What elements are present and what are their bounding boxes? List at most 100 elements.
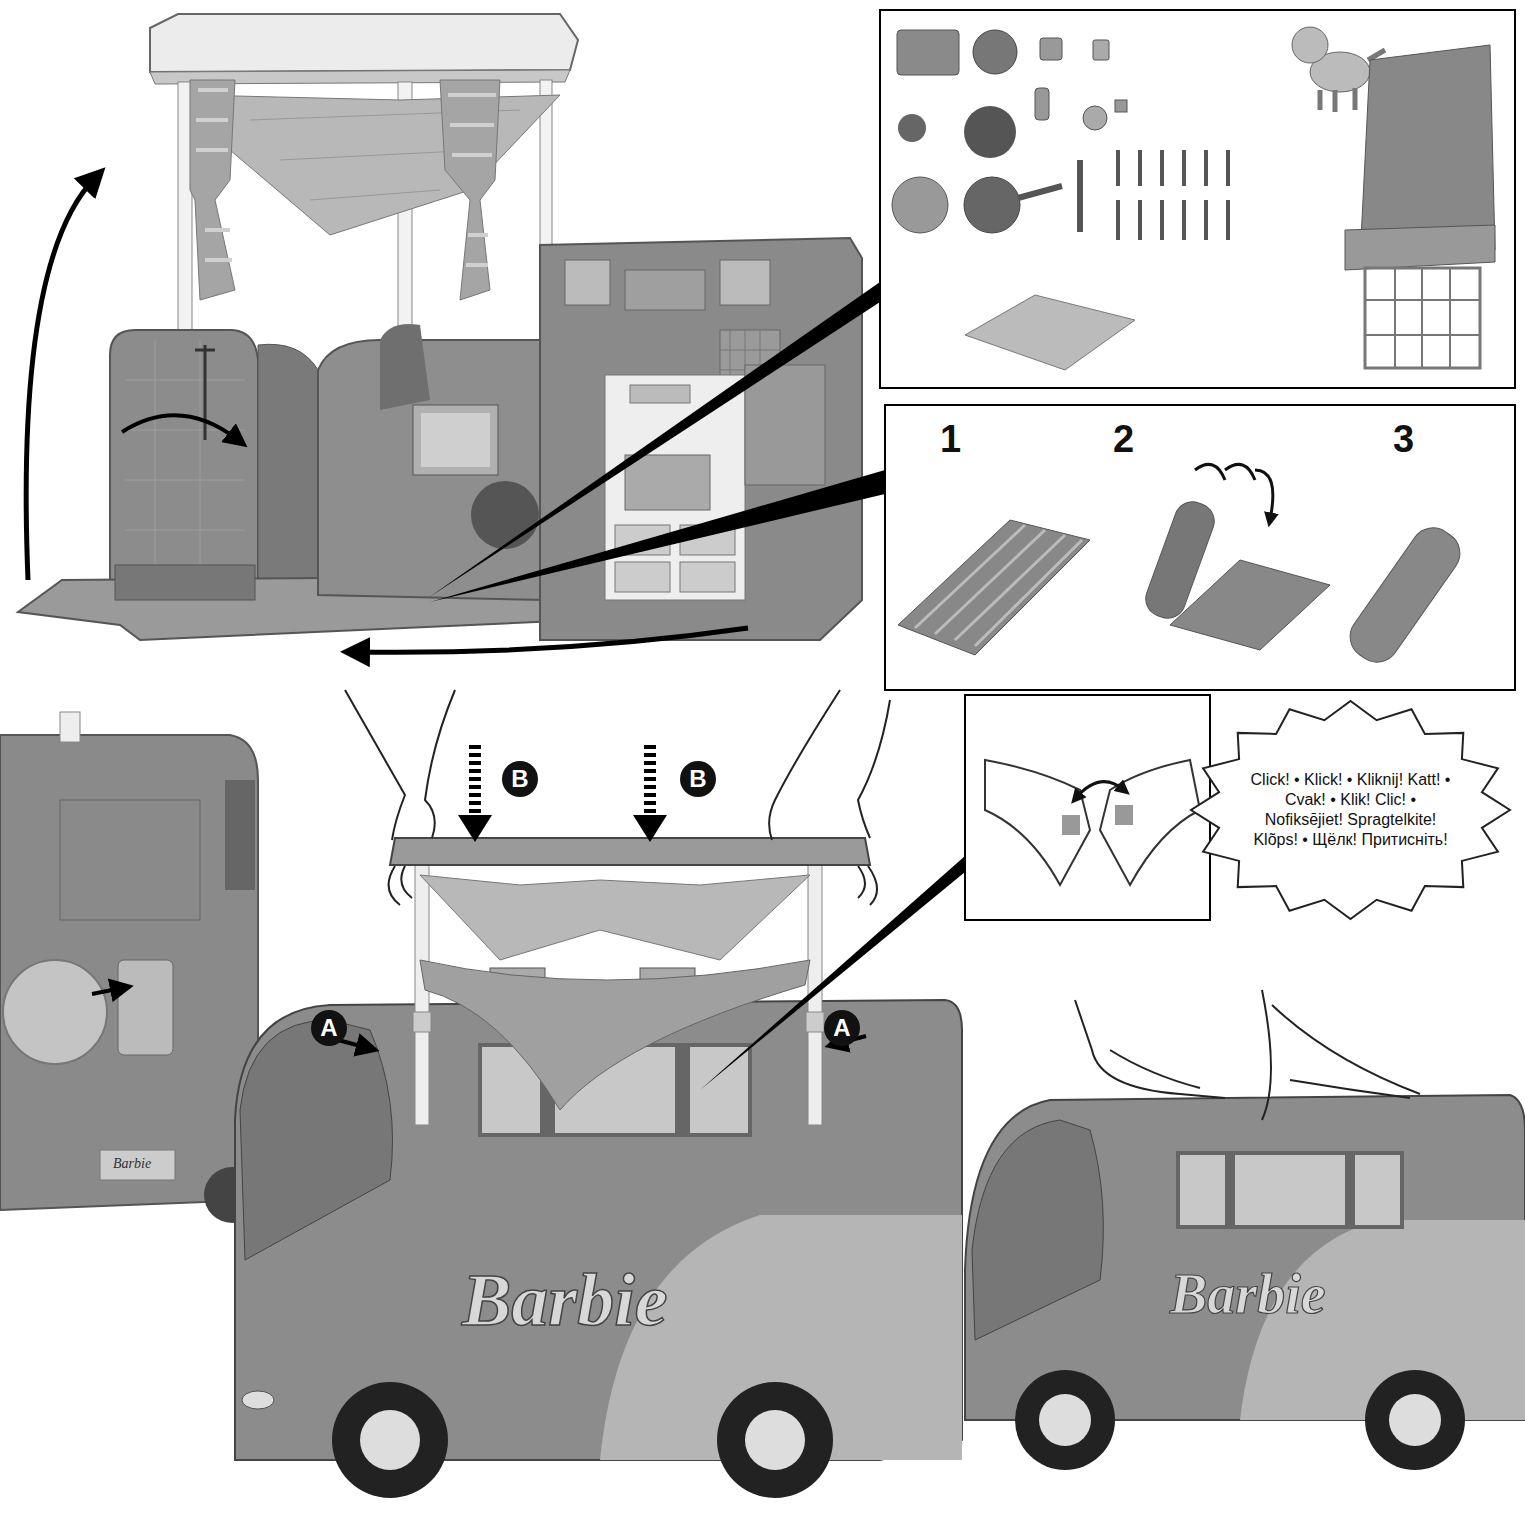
press-arrowhead — [633, 815, 667, 842]
mat-rolled — [1342, 519, 1469, 671]
lattice-bars — [1365, 268, 1480, 368]
tv-picture — [421, 413, 490, 467]
stove — [605, 375, 745, 600]
hubcap — [745, 1410, 805, 1470]
side-window — [225, 780, 255, 890]
tray — [897, 30, 959, 75]
windshield — [240, 1020, 393, 1260]
burst-outline — [1188, 698, 1513, 922]
shower-cabin — [110, 330, 258, 600]
window-frame — [1176, 1151, 1404, 1229]
brand-logo: Barbie — [113, 1156, 151, 1172]
cabinet — [565, 260, 610, 305]
owl-plate — [973, 30, 1017, 74]
plate — [100, 1150, 175, 1180]
seat-back — [380, 324, 430, 410]
squeeze-arrow — [338, 1040, 368, 1048]
hand — [345, 690, 455, 905]
bottle — [1035, 88, 1049, 120]
hammock — [420, 875, 810, 960]
hand — [1262, 990, 1420, 1120]
bench-seat — [1345, 225, 1495, 270]
dog-head — [1292, 27, 1328, 63]
cabin-middle — [318, 340, 545, 600]
steps-box — [885, 405, 1515, 690]
sound-burst: Click! • Klick! • Kliknij! Katt! • Cvak!… — [1188, 698, 1513, 922]
window-photo — [1235, 1155, 1345, 1225]
unfolded-camper — [18, 14, 885, 652]
pot — [892, 177, 948, 233]
teapot — [1083, 106, 1107, 130]
burst-shape — [1191, 701, 1510, 919]
bowl — [898, 114, 926, 142]
roll-arrow — [1195, 464, 1273, 520]
windshield — [972, 1120, 1103, 1340]
velcro — [1062, 815, 1080, 835]
hubcap — [1389, 1394, 1441, 1446]
attach-arrow — [1076, 782, 1124, 798]
step-number: 2 — [1113, 418, 1134, 461]
latch — [118, 960, 173, 1055]
hubcap — [360, 1410, 420, 1470]
bus-rear — [0, 735, 258, 1210]
canopy-roof — [150, 14, 578, 72]
callout-text: B — [689, 765, 706, 793]
window-photo — [1180, 1155, 1225, 1225]
steering-wheel — [471, 481, 539, 549]
pan-handle — [1018, 186, 1062, 198]
cup — [1093, 40, 1109, 60]
hand — [1075, 1000, 1225, 1098]
cabinet — [625, 270, 705, 310]
pan — [964, 177, 1020, 233]
cutting-board — [965, 295, 1135, 370]
tv-screen — [413, 405, 498, 475]
tub — [115, 565, 255, 600]
cabinet — [720, 260, 770, 305]
panel-frame — [965, 695, 1210, 920]
pole-joint — [806, 1012, 824, 1032]
step-number: 3 — [1393, 418, 1414, 461]
mat-roll — [1141, 497, 1220, 623]
wheel — [332, 1382, 448, 1498]
callout-text: A — [320, 1014, 337, 1042]
sink — [630, 385, 690, 403]
window-photo — [1355, 1155, 1400, 1225]
counter — [745, 365, 825, 485]
curtain — [440, 80, 500, 300]
wheel — [717, 1382, 833, 1498]
leader-wedge — [700, 856, 965, 1090]
callout-letter: A — [824, 1010, 860, 1046]
hubcap — [1039, 1394, 1091, 1446]
bus-closed — [965, 990, 1525, 1470]
curtain-stripes — [448, 95, 496, 265]
hand — [769, 690, 890, 905]
curtain-drape — [420, 960, 810, 1110]
tile-lines — [125, 340, 245, 595]
drawer — [615, 562, 670, 592]
shower-side — [258, 344, 318, 600]
rotate-arrow — [122, 415, 238, 440]
bus-side — [235, 690, 965, 1498]
pole-joint — [413, 1012, 431, 1032]
curtain — [190, 80, 235, 300]
callout-text: A — [833, 1014, 850, 1042]
curtain-tie — [985, 760, 1090, 885]
oven-window — [625, 455, 710, 510]
door-panel — [60, 800, 200, 920]
window-photo — [690, 1047, 748, 1133]
burst-text: Click! • Klick! • Kliknij! Katt! • Cvak!… — [1248, 770, 1453, 850]
mat-stripes — [915, 525, 1082, 646]
fold-arrow — [355, 628, 748, 652]
canopy-bar — [390, 838, 870, 865]
velcro — [1115, 805, 1133, 825]
brand-logo: Barbie — [1170, 1262, 1326, 1326]
curtain-tie — [1100, 760, 1200, 885]
wheel — [1365, 1370, 1465, 1470]
pole-top — [60, 712, 80, 742]
hammock — [195, 95, 560, 235]
mat-flat — [898, 520, 1090, 655]
callout-letter: B — [680, 761, 716, 797]
canopy-pole — [415, 865, 429, 1125]
drawer — [680, 562, 735, 592]
